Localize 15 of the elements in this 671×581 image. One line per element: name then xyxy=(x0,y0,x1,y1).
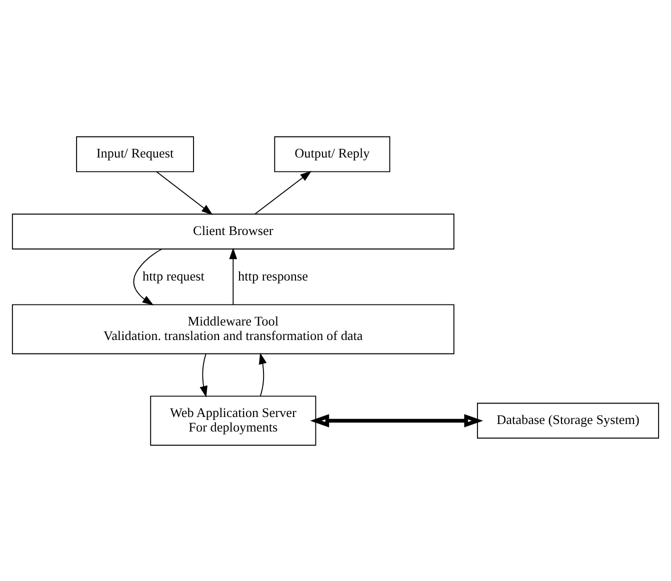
edge-label: http request xyxy=(142,268,204,283)
arrow xyxy=(258,352,267,396)
node-box: Database (Storage System) xyxy=(477,402,660,438)
arrow xyxy=(200,353,208,397)
node-box: Output/ Reply xyxy=(274,136,390,172)
node-box: Middleware Tool Validation. translation and transformation of data xyxy=(12,304,454,354)
arrow xyxy=(133,248,162,305)
arrow xyxy=(156,170,213,214)
arrow xyxy=(310,414,484,427)
node-box: Client Browser xyxy=(12,213,454,249)
arrow xyxy=(229,247,238,305)
node-box: Input/ Request xyxy=(76,136,194,172)
edge-label: http response xyxy=(238,268,308,283)
node-box: Web Application Server For deployments xyxy=(150,395,316,446)
arrow xyxy=(254,170,312,214)
